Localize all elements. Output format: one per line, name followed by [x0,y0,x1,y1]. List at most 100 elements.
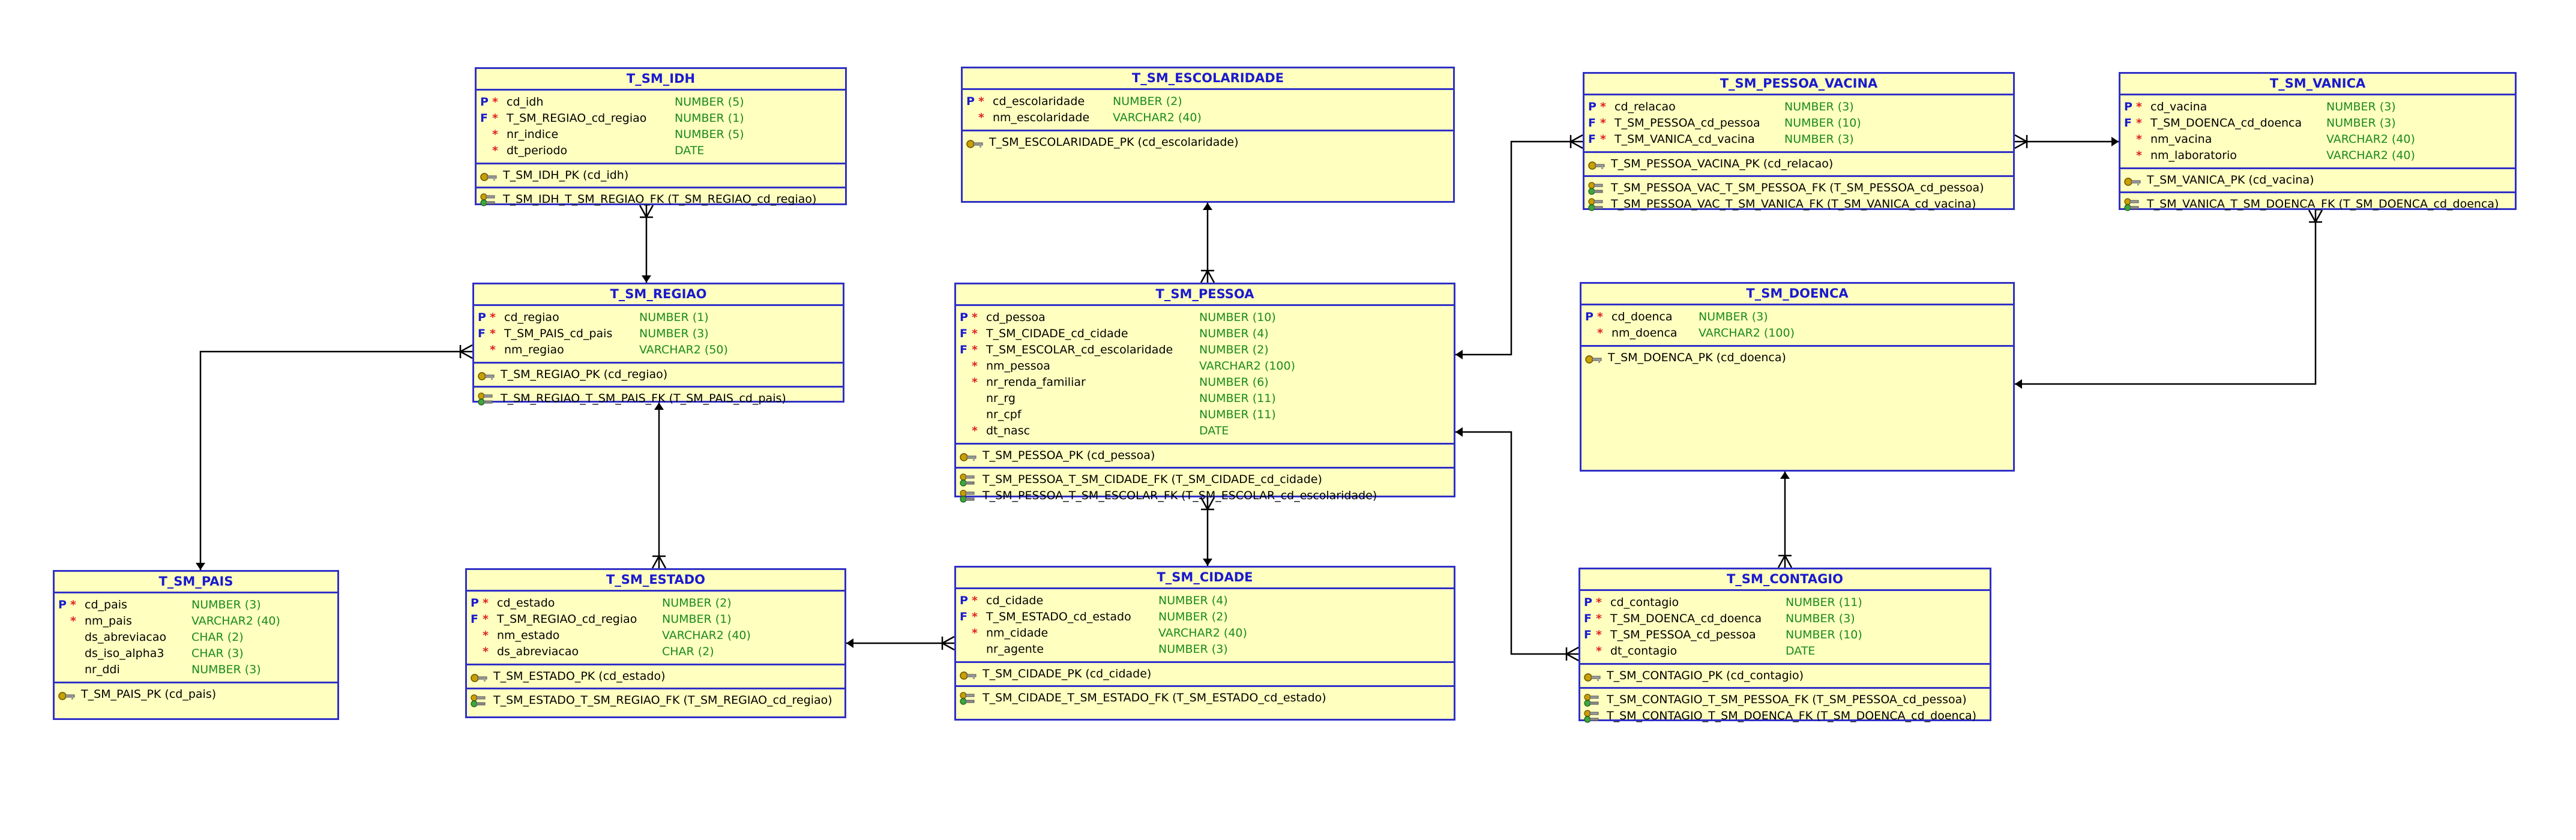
foreign-key-section: T_SM_CIDADE_T_SM_ESTADO_FK (T_SM_ESTADO_… [956,687,1454,709]
table-title[interactable]: T_SM_PAIS [55,572,337,593]
foreign-key-icon [1583,710,1601,723]
constraint-label: T_SM_PESSOA_T_SM_CIDADE_FK (T_SM_CIDADE_… [983,473,1322,486]
column-type: NUMBER (3) [639,327,709,340]
arrow-head [1455,350,1463,359]
constraint-label: T_SM_REGIAO_PK (cd_regiao) [501,368,668,381]
primary-key-constraint[interactable]: T_SM_ESCOLARIDADE_PK (cd_escolaridade) [963,134,1453,151]
table-title[interactable]: T_SM_PESSOA_VACINA [1584,74,2013,95]
required-marker: * [972,610,978,623]
primary-key-constraint[interactable]: T_SM_REGIAO_PK (cd_regiao) [474,367,843,383]
foreign-key-constraint[interactable]: T_SM_REGIAO_T_SM_PAIS_FK (T_SM_PAIS_cd_p… [474,391,843,407]
column-name: cd_estado [497,596,555,610]
primary-key-constraint[interactable]: T_SM_PAIS_PK (cd_pais) [55,686,337,703]
table-title[interactable]: T_SM_IDH [477,69,845,91]
key-marker: F [960,343,968,356]
foreign-key-constraint[interactable]: T_SM_CIDADE_T_SM_ESTADO_FK (T_SM_ESTADO_… [956,690,1454,706]
foreign-key-constraint[interactable]: T_SM_PESSOA_T_SM_ESCOLAR_FK (T_SM_ESCOLA… [956,488,1454,504]
column-name: cd_cidade [986,594,1044,607]
constraint-label: T_SM_DOENCA_PK (cd_doenca) [1608,351,1786,364]
foreign-key-constraint[interactable]: T_SM_PESSOA_VAC_T_SM_VANICA_FK (T_SM_VAN… [1584,196,2013,212]
primary-key-constraint[interactable]: T_SM_ESTADO_PK (cd_estado) [467,668,844,685]
table-title[interactable]: T_SM_CONTAGIO [1580,569,1990,591]
primary-key-constraint[interactable]: T_SM_IDH_PK (cd_idh) [477,167,845,184]
foreign-key-constraint[interactable]: T_SM_CONTAGIO_T_SM_DOENCA_FK (T_SM_DOENC… [1580,708,1990,724]
primary-key-constraint[interactable]: T_SM_DOENCA_PK (cd_doenca) [1581,350,2013,366]
table-title[interactable]: T_SM_PESSOA [956,284,1454,306]
table-title[interactable]: T_SM_ESCOLARIDADE [963,68,1453,90]
table-title[interactable]: T_SM_REGIAO [474,284,843,306]
foreign-key-constraint[interactable]: T_SM_PESSOA_VAC_T_SM_PESSOA_FK (T_SM_PES… [1584,180,2013,196]
table-title[interactable]: T_SM_ESTADO [467,570,844,592]
table-title[interactable]: T_SM_DOENCA [1581,284,2013,305]
primary-key-constraint[interactable]: T_SM_PESSOA_PK (cd_pessoa) [956,448,1454,464]
foreign-key-constraint[interactable]: T_SM_ESTADO_T_SM_REGIAO_FK (T_SM_REGIAO_… [467,692,844,709]
foreign-key-constraint[interactable]: T_SM_CONTAGIO_T_SM_PESSOA_FK (T_SM_PESSO… [1580,692,1990,708]
required-marker: * [70,614,76,628]
primary-key-constraint[interactable]: T_SM_CIDADE_PK (cd_cidade) [956,666,1454,682]
primary-key-constraint[interactable]: T_SM_VANICA_PK (cd_vacina) [2120,172,2515,188]
primary-key-constraint[interactable]: T_SM_PESSOA_VACINA_PK (cd_relacao) [1584,156,2013,172]
table-title[interactable]: T_SM_VANICA [2120,74,2515,95]
table-title[interactable]: T_SM_CIDADE [956,568,1454,589]
foreign-key-constraint[interactable]: T_SM_PESSOA_T_SM_CIDADE_FK (T_SM_CIDADE_… [956,472,1454,488]
foreign-key-constraint[interactable]: T_SM_IDH_T_SM_REGIAO_FK (T_SM_REGIAO_cd_… [477,191,845,208]
foreign-key-constraint[interactable]: T_SM_VANICA_T_SM_DOENCA_FK (T_SM_DOENCA_… [2120,196,2515,212]
primary-key-constraint[interactable]: T_SM_CONTAGIO_PK (cd_contagio) [1580,668,1990,684]
